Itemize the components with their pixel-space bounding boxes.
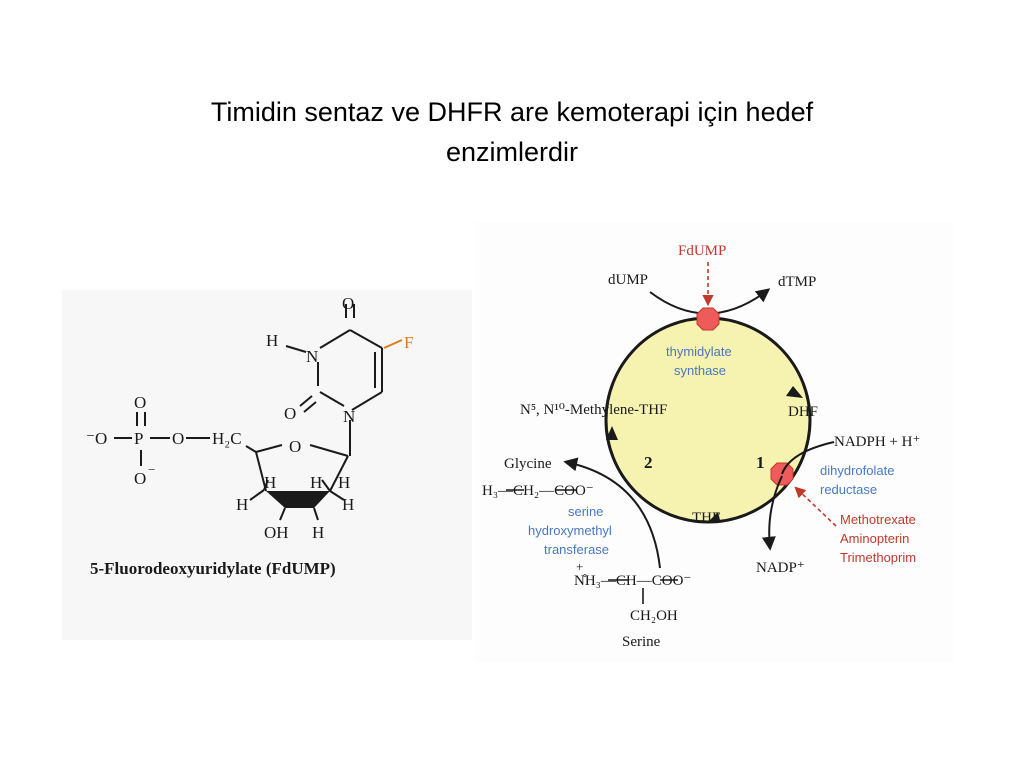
nadp-arrow xyxy=(761,475,783,551)
atom-h-n: H xyxy=(266,331,278,350)
serine-label: Serine xyxy=(622,634,661,650)
cycle-arrow-methylene xyxy=(606,426,618,440)
cycle-labels: dUMP dTMP N⁵, N¹⁰-Methylene-THF DHF NADP… xyxy=(482,272,920,650)
formula-bonds xyxy=(506,489,678,604)
glycine-label: Glycine xyxy=(504,456,552,472)
nadph-label: NADPH + H⁺ xyxy=(834,434,920,450)
ts-octagon xyxy=(696,307,720,331)
atom-o-c2: O xyxy=(284,404,296,423)
cycle-arrow-thf xyxy=(708,512,720,522)
slide-title-line-2: enzimlerdir xyxy=(445,137,579,167)
glycine-formula: H₃—CH₂—COO⁻ xyxy=(482,483,594,499)
atom-h-c: H xyxy=(338,473,350,492)
enzyme-labels: thymidylate synthase dihydrofolate reduc… xyxy=(528,344,894,557)
atom-h-d: H xyxy=(236,495,248,514)
dhfr-inhibition-arrow xyxy=(794,486,837,527)
molecule-panel xyxy=(62,290,472,640)
phosphate-bonds xyxy=(114,412,210,466)
atom-p: P xyxy=(134,429,143,448)
atom-o-ring: O xyxy=(289,437,301,456)
dtmp-label: dTMP xyxy=(778,274,816,290)
step-2-label: 2 xyxy=(644,453,653,472)
c-f-bond xyxy=(383,339,403,349)
atom-o-p-bottom: O xyxy=(134,469,146,488)
shmt-label-line-2: hydroxymethyl xyxy=(528,523,612,538)
atom-negative-sign: − xyxy=(148,462,155,477)
molecule-atoms: O H N F O N ⁻O P O H₂C O O − O H H H H H… xyxy=(86,294,413,542)
atom-h-e: H xyxy=(342,495,354,514)
thf-label: THF xyxy=(692,510,720,526)
atom-h2c: H₂C xyxy=(212,429,242,448)
atom-n3: N xyxy=(306,347,318,366)
inhibitor-trimethoprim: Trimethoprim xyxy=(840,550,916,565)
ts-label-line-1: thymidylate xyxy=(666,344,732,359)
atom-o-p-top: O xyxy=(134,393,146,412)
fdump-inhibitor-label: FdUMP xyxy=(678,243,726,259)
nadp-label: NADP⁺ xyxy=(756,560,805,576)
ts-label-line-2: synthase xyxy=(674,363,726,378)
shmt-label-line-1: serine xyxy=(568,504,603,519)
serine-formula: N̊H₃—CH—COO⁻ xyxy=(574,573,691,589)
step-1-label: 1 xyxy=(756,453,765,472)
atom-oh: OH xyxy=(264,523,289,542)
sugar-bold-bond xyxy=(266,491,330,508)
slide-title: Timidin sentaz ve DHFR are kemoterapi iç… xyxy=(0,92,1024,172)
methylene-thf-label: N⁵, N¹⁰-Methylene-THF xyxy=(520,402,667,418)
atom-n1: N xyxy=(343,407,355,426)
atom-h-b: H xyxy=(310,473,322,492)
sugar-ring-bonds xyxy=(245,444,349,521)
shmt-label-line-3: transferase xyxy=(544,542,609,557)
dhfr-label-line-1: dihydrofolate xyxy=(820,463,894,478)
fdump-structure: O H N F O N ⁻O P O H₂C O O − O H H H H H… xyxy=(62,290,472,640)
atom-o-negative: ⁻O xyxy=(86,429,107,448)
dhf-label: DHF xyxy=(788,404,818,420)
nadph-arrow xyxy=(781,441,835,475)
dhfr-inhibitor-list: Methotrexate Aminopterin Trimethoprim xyxy=(840,512,916,565)
dump-label: dUMP xyxy=(608,272,648,288)
atom-o-bridge: O xyxy=(172,429,184,448)
slide-title-line-1: Timidin sentaz ve DHFR are kemoterapi iç… xyxy=(210,97,814,127)
atom-o-top: O xyxy=(342,294,354,313)
molecule-caption: 5-Fluorodeoxyuridylate (FdUMP) xyxy=(90,559,336,578)
dhfr-label-line-2: reductase xyxy=(820,482,877,497)
inhibitor-aminopterin: Aminopterin xyxy=(840,531,909,546)
serine-to-glycine-arrow xyxy=(563,457,661,569)
serine-ch2oh: CH₂OH xyxy=(630,608,678,624)
pyrimidine-ring-bonds xyxy=(285,304,383,456)
cycle-arrow-dhf xyxy=(786,386,803,398)
serine-plus-sign: + xyxy=(576,559,583,574)
atom-h-a: H xyxy=(264,473,276,492)
inhibitor-methotrexate: Methotrexate xyxy=(840,512,916,527)
atom-h-f: H xyxy=(312,523,324,542)
atom-f: F xyxy=(404,333,413,352)
folate-cycle: dUMP dTMP N⁵, N¹⁰-Methylene-THF DHF NADP… xyxy=(476,222,954,662)
